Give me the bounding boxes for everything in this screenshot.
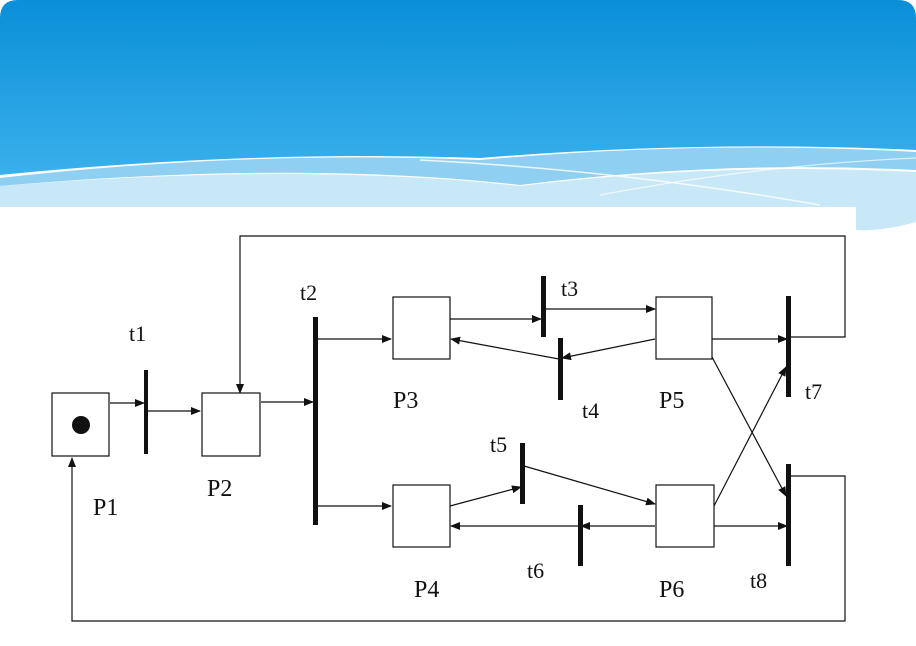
arc-p4-t5 bbox=[449, 485, 522, 507]
label-t1: t1 bbox=[129, 321, 146, 346]
label-t3: t3 bbox=[561, 276, 578, 301]
arcs bbox=[68, 235, 846, 622]
place-p5 bbox=[655, 296, 713, 360]
transition-t1 bbox=[144, 370, 148, 454]
transitions bbox=[144, 276, 791, 566]
label-p5: P5 bbox=[659, 388, 684, 414]
arc-t4-p3 bbox=[450, 336, 560, 360]
transition-t4 bbox=[558, 338, 563, 400]
place-p6 bbox=[655, 484, 715, 548]
header-wave-line bbox=[419, 159, 821, 206]
label-p3: P3 bbox=[393, 388, 418, 414]
arc-t5-p6 bbox=[523, 465, 656, 506]
token-p1 bbox=[72, 416, 90, 434]
arc-p5-t8 bbox=[711, 356, 787, 497]
arc-p6-t7 bbox=[713, 366, 787, 507]
label-p2: P2 bbox=[207, 476, 232, 502]
label-p6: P6 bbox=[659, 577, 684, 603]
transition-t5 bbox=[520, 443, 525, 504]
label-t7: t7 bbox=[805, 379, 822, 404]
header-wave-mid bbox=[0, 147, 916, 186]
transition-t3 bbox=[541, 276, 546, 337]
labels: P1 P2 P3 P4 P5 P6 t1 t2 t3 t4 t5 t6 t7 t… bbox=[93, 276, 822, 603]
arc-p5-t4 bbox=[561, 338, 656, 361]
transition-t2 bbox=[313, 317, 318, 525]
arc-t8-p1 bbox=[68, 457, 846, 622]
label-p1: P1 bbox=[93, 495, 118, 521]
label-p4: P4 bbox=[414, 577, 439, 603]
places bbox=[51, 296, 715, 548]
transition-t8 bbox=[786, 464, 791, 566]
header-wave-line-2 bbox=[599, 157, 916, 196]
label-t5: t5 bbox=[490, 432, 507, 457]
header-gradient-band bbox=[0, 0, 916, 175]
place-p4 bbox=[392, 484, 451, 548]
slide-header-banner bbox=[0, 0, 916, 231]
label-t8: t8 bbox=[750, 568, 767, 593]
label-t2: t2 bbox=[300, 280, 317, 305]
transition-t7 bbox=[786, 296, 791, 397]
label-t6: t6 bbox=[527, 558, 544, 583]
transition-t6 bbox=[578, 505, 583, 566]
place-p3 bbox=[392, 296, 451, 360]
place-p2 bbox=[201, 392, 261, 457]
arc-t7-p2 bbox=[236, 235, 846, 394]
label-t4: t4 bbox=[582, 398, 599, 423]
